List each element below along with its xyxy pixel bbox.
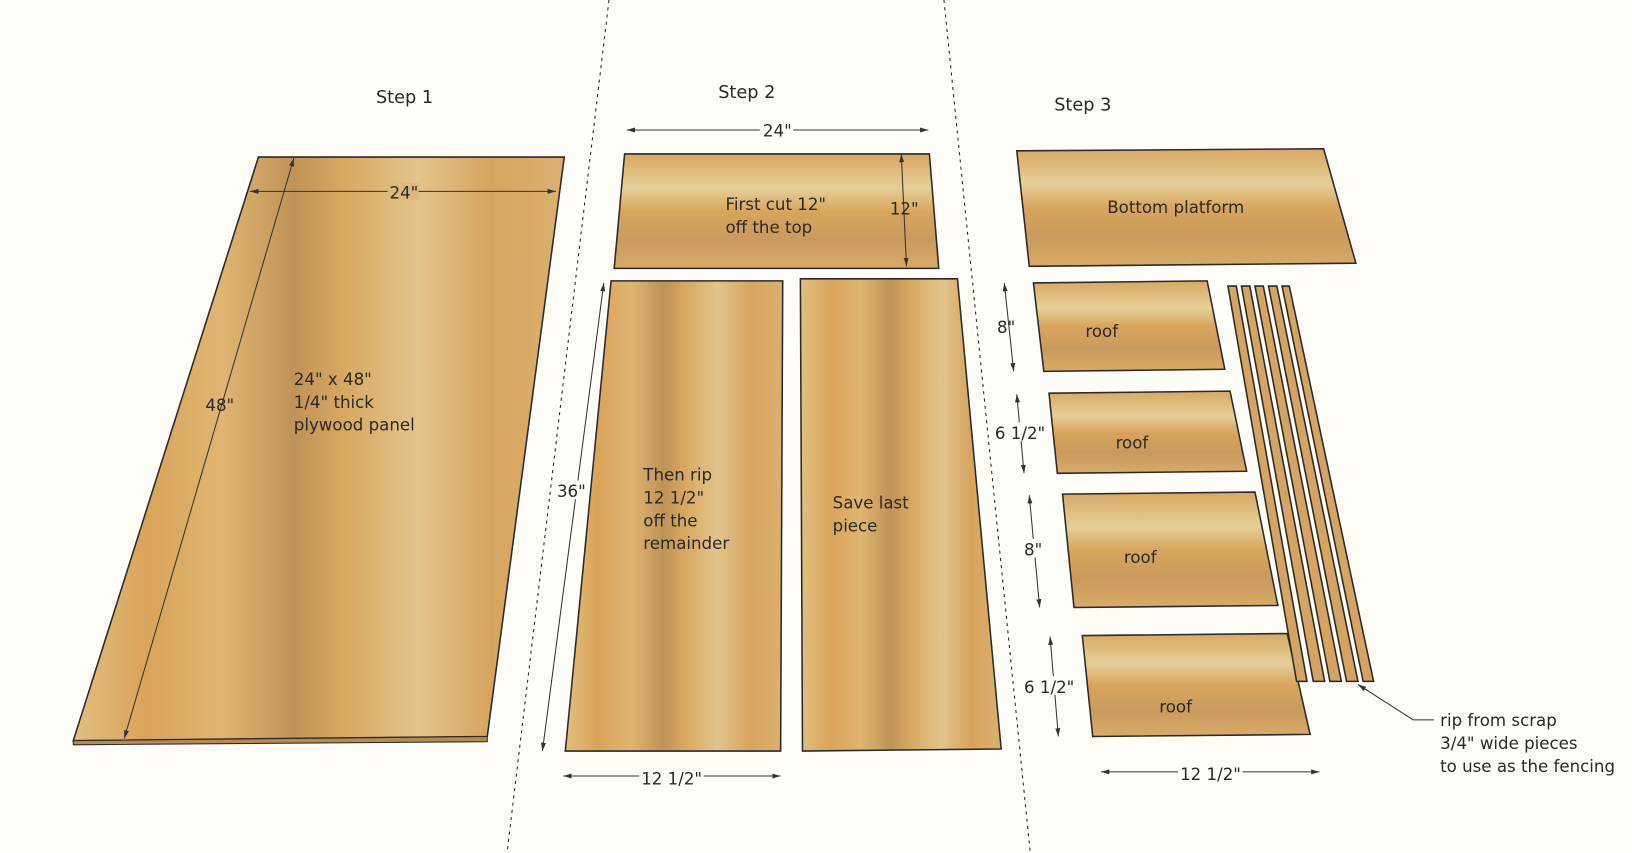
top-width-dim: 24" [763,121,792,140]
rip-label-3: off the [643,511,697,530]
step-1-label: Step 1 [376,88,433,108]
last-label-2: piece [833,517,878,536]
last-label-1: Save last [833,494,910,513]
top-label-2: off the top [725,218,812,237]
panel-desc-2: 1/4" thick [294,393,375,412]
roof-dim: 8" [1024,540,1042,559]
bottom-platform: Bottom platform [1015,147,1357,268]
top-label-1: First cut 12" [725,195,826,214]
panel-length-dim: 48" [205,396,234,415]
step-3-label: Step 3 [1054,95,1111,115]
roof-piece-2: roof 6 1/2" [993,390,1248,475]
panel-width-dim: 24" [390,184,419,203]
fencing-note-2: 3/4" wide pieces [1440,734,1577,753]
roof-label: roof [1159,698,1193,717]
top-cut-piece: 24" 12" First cut 12" off the top [613,120,940,270]
fencing-note-1: rip from scrap [1440,711,1557,730]
last-piece: Save last piece [799,278,1003,752]
rip-label-4: remainder [643,534,729,553]
rip-height-dim: 36" [557,482,586,501]
roof-piece-3: roof 8" [1021,491,1279,609]
rip-width-dim: 12 1/2" [641,769,702,788]
roof-piece-4: roof 6 1/2" 12 1/2" [1023,632,1320,784]
step-divider-lines [506,0,1031,853]
rip-label-1: Then rip [642,466,712,485]
panel-desc-1: 24" x 48" [294,370,372,389]
roof-label: roof [1085,322,1119,341]
rip-label-2: 12 1/2" [643,488,704,507]
roof-dim: 6 1/2" [1024,678,1074,697]
plywood-panel: 24" 48" 24" x 48" 1/4" thick plywood pan… [72,156,566,746]
roof-label: roof [1116,433,1150,452]
roof-label: roof [1124,548,1158,567]
roof-dim: 6 1/2" [995,424,1045,443]
roof-dim: 8" [997,318,1015,337]
step-2-label: Step 2 [718,83,775,103]
fencing-strips: rip from scrap 3/4" wide pieces to use a… [1227,285,1615,776]
ripped-piece: 36" Then rip 12 1/2" off the remainder 1… [541,280,784,788]
roof-piece-1: roof 8" [997,280,1226,373]
fencing-note-3: to use as the fencing [1440,757,1615,776]
platform-label: Bottom platform [1107,198,1244,217]
top-height-dim: 12" [890,199,919,218]
roof-width-dim: 12 1/2" [1180,765,1241,784]
panel-desc-3: plywood panel [294,416,415,435]
